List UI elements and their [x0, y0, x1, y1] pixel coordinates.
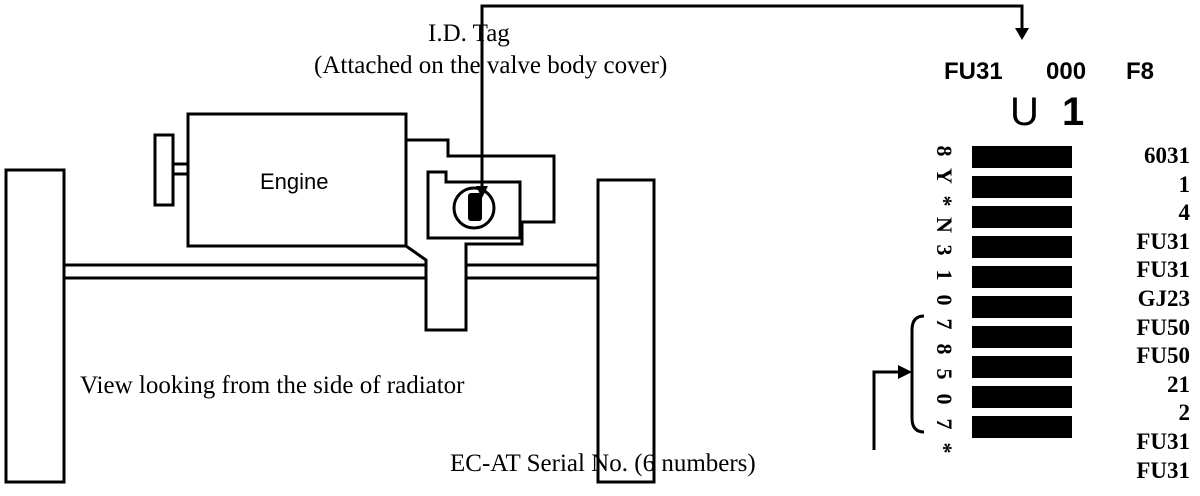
tag-code-1: FU31 [944, 58, 1003, 85]
id-tag-bars [972, 146, 1072, 438]
engine-block [186, 112, 408, 248]
id-tag-title: I.D. Tag [428, 20, 510, 47]
view-caption: View looking from the side of radiator [80, 372, 465, 399]
tag-right-code: 21 [1167, 371, 1190, 397]
tag-right-code: FU31 [1136, 457, 1190, 483]
tag-digit: 1 [1062, 90, 1085, 134]
id-tag-subtitle: (Attached on the valve body cover) [314, 52, 668, 79]
tag-vertical-char: 8 [932, 145, 957, 157]
tag-right-code: 1 [1178, 171, 1191, 197]
tag-vertical-char: 0 [932, 294, 957, 306]
tag-vertical-char: 8 [932, 343, 957, 355]
tag-vertical-char: 5 [932, 368, 957, 380]
tag-right-code: 4 [1178, 200, 1191, 226]
tag-vertical-char: 7 [932, 418, 957, 429]
tag-bar [972, 416, 1072, 438]
tag-bar [972, 266, 1072, 288]
tag-vertical-char: 3 [932, 244, 957, 256]
tag-code-2: 000 [1046, 58, 1087, 85]
tag-bar [972, 236, 1072, 258]
left-wheel [4, 168, 66, 484]
tag-right-code: 6031 [1144, 143, 1190, 168]
tag-bar [972, 296, 1072, 318]
tag-vertical-char: 7 [932, 318, 957, 330]
tag-vertical-char: * [932, 195, 957, 206]
tag-vertical-char: 1 [932, 269, 957, 281]
tag-right-code: 2 [1178, 400, 1191, 426]
tag-vertical-char: 0 [932, 393, 957, 405]
right-wheel [596, 178, 656, 484]
engine-label: Engine [260, 169, 329, 194]
tag-vertical-char: N [932, 217, 957, 234]
tag-right-code: FU31 [1136, 429, 1190, 454]
tag-bar [972, 326, 1072, 348]
tag-bar [972, 176, 1072, 198]
tag-right-code: FU50 [1136, 314, 1190, 340]
tag-right-code: FU31 [1136, 228, 1190, 254]
engine-pulley [153, 133, 175, 207]
tag-vertical-char: Y [932, 167, 957, 184]
tag-bar [972, 356, 1072, 378]
tag-bar [972, 386, 1072, 408]
tag-right-code: FU50 [1136, 343, 1190, 369]
tag-vertical-char: * [932, 442, 957, 454]
tag-right-code: FU31 [1136, 257, 1190, 283]
serial-caption: EC-AT Serial No. (6 numbers) [450, 450, 756, 477]
tag-bar [972, 206, 1072, 228]
tag-u-letter: U [1010, 90, 1039, 134]
tag-right-code: GJ23 [1137, 286, 1190, 311]
serial-bracket [910, 314, 925, 434]
tag-bar [972, 146, 1072, 168]
tag-code-3: F8 [1126, 58, 1155, 85]
